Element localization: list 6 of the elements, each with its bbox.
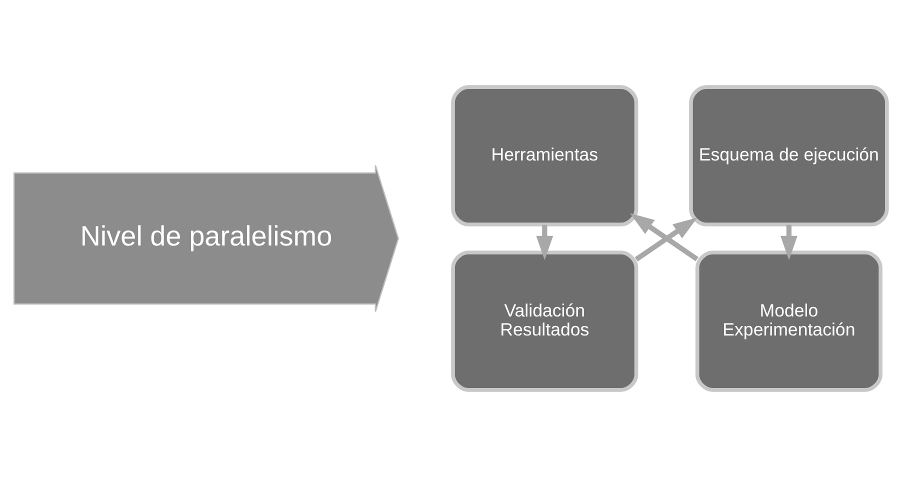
node-box: Validación Resultados bbox=[451, 250, 638, 392]
node-box: Herramientas bbox=[451, 85, 638, 226]
arrow bbox=[536, 224, 554, 260]
node-box: Esquema de ejecución bbox=[689, 85, 889, 226]
node-box: Modelo Experimentación bbox=[695, 250, 882, 392]
arrow bbox=[780, 224, 798, 260]
